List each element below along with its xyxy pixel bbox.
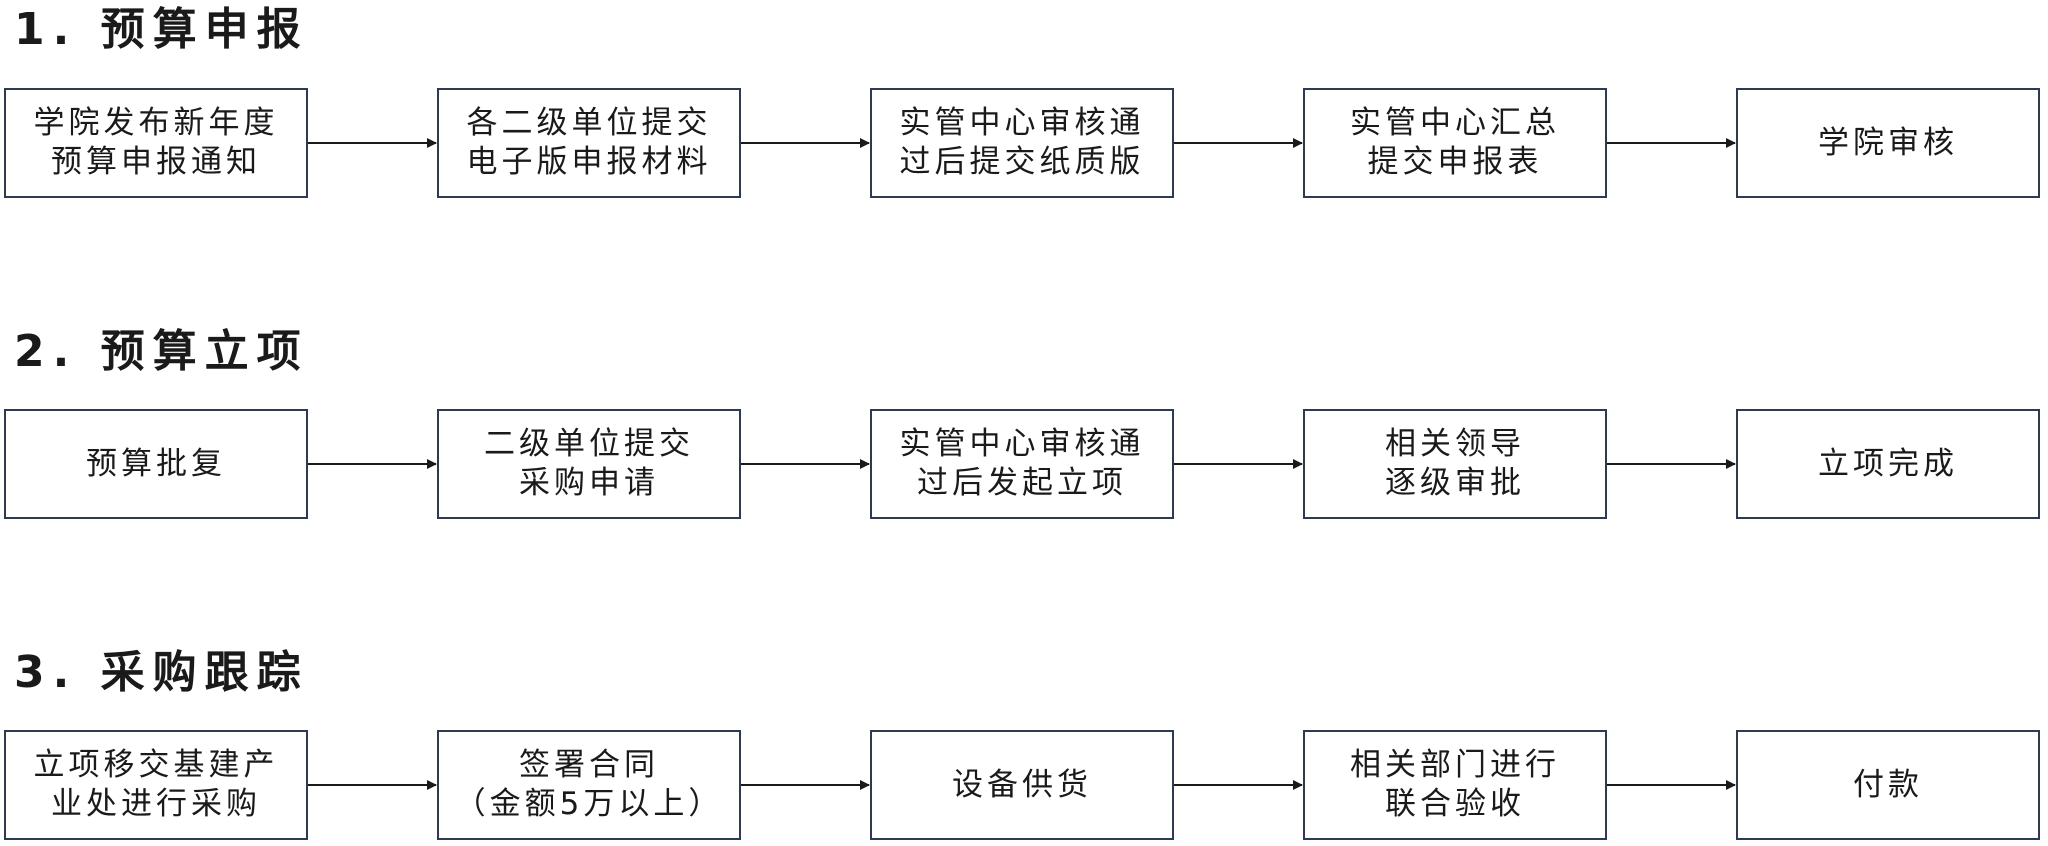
step-text: 提交申报表 [1367, 144, 1543, 180]
step-text: 设备供货 [952, 766, 1092, 803]
step-box: 立项完成 [1736, 409, 2040, 519]
step-text: 过后提交纸质版 [899, 144, 1145, 180]
step-box: 实管中心汇总提交申报表 [1303, 88, 1607, 198]
step-text: 联合验收 [1385, 786, 1525, 822]
step-text: 实管中心汇总 [1350, 105, 1560, 141]
step-text: 逐级审批 [1385, 465, 1525, 501]
step-text: 预算批复 [86, 445, 226, 482]
step-text: 立项完成 [1818, 445, 1958, 482]
section-title-2: 2. 预算立项 [14, 326, 309, 377]
step-text: 过后发起立项 [917, 465, 1127, 501]
step-text: 相关领导 [1385, 426, 1525, 462]
step-box: 相关领导逐级审批 [1303, 409, 1607, 519]
step-text: 二级单位提交 [484, 426, 694, 462]
step-text: 付款 [1853, 766, 1923, 803]
step-text: 预算申报通知 [51, 144, 261, 180]
step-text: 相关部门进行 [1350, 747, 1560, 783]
step-box: 实管中心审核通过后提交纸质版 [870, 88, 1174, 198]
step-box: 设备供货 [870, 730, 1174, 840]
step-text: 立项移交基建产 [33, 747, 279, 783]
step-text: 电子版申报材料 [466, 144, 712, 180]
section-title-3: 3. 采购跟踪 [14, 647, 309, 698]
step-text: 业处进行采购 [51, 786, 261, 822]
step-box: 签署合同（金额5万以上） [437, 730, 741, 840]
step-box: 各二级单位提交电子版申报材料 [437, 88, 741, 198]
step-text: 采购申请 [519, 465, 659, 501]
step-box: 预算批复 [4, 409, 308, 519]
step-text: 学院发布新年度 [33, 105, 279, 141]
step-box: 立项移交基建产业处进行采购 [4, 730, 308, 840]
step-text: （金额5万以上） [454, 786, 724, 822]
step-text: 各二级单位提交 [466, 105, 712, 141]
step-box: 学院发布新年度预算申报通知 [4, 88, 308, 198]
step-text: 学院审核 [1818, 124, 1958, 161]
step-box: 相关部门进行联合验收 [1303, 730, 1607, 840]
step-box: 二级单位提交采购申请 [437, 409, 741, 519]
step-box: 学院审核 [1736, 88, 2040, 198]
step-box: 付款 [1736, 730, 2040, 840]
section-title-1: 1. 预算申报 [14, 4, 309, 55]
step-text: 签署合同 [519, 747, 659, 783]
step-text: 实管中心审核通 [899, 105, 1145, 141]
step-box: 实管中心审核通过后发起立项 [870, 409, 1174, 519]
step-text: 实管中心审核通 [899, 426, 1145, 462]
